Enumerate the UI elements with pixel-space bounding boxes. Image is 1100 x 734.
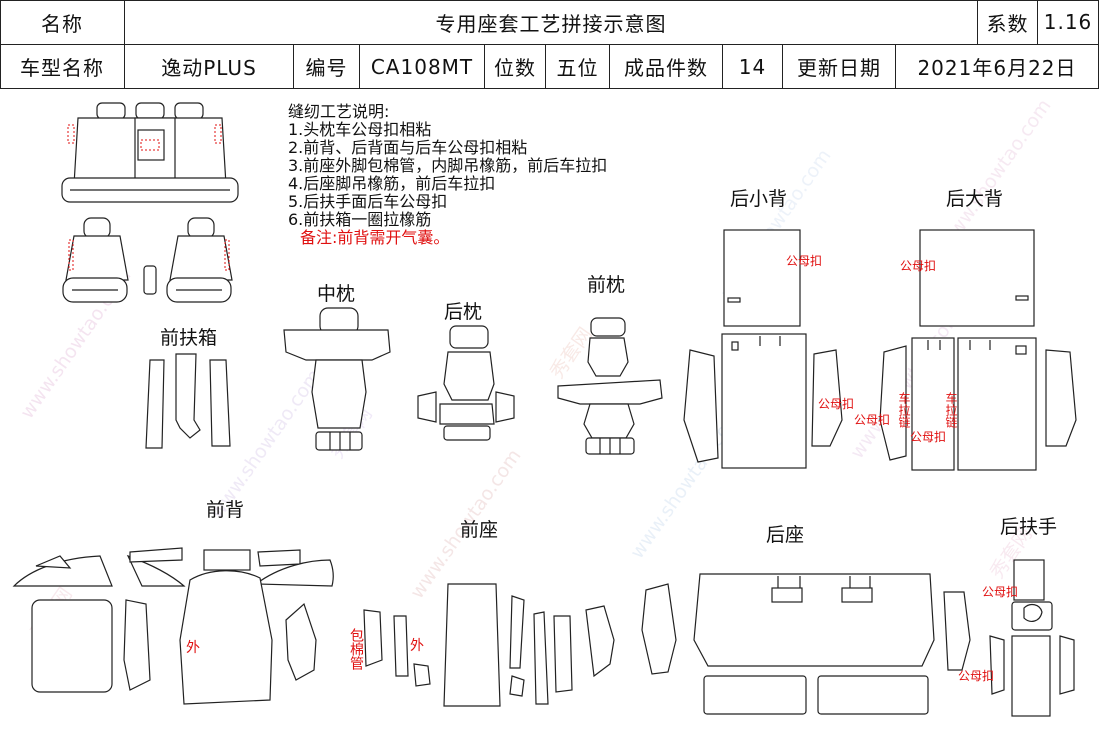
annotation-cotton-tube: 包棉管 [348,628,364,670]
update-label: 更新日期 [783,45,896,89]
coef-value: 1.16 [1038,0,1099,45]
name-label: 名称 [0,0,125,45]
rear-small-back-pieces: 公母扣 公母扣 [683,229,854,469]
front-back-pieces: 外 [12,547,334,705]
rear-seat-overview [61,102,239,203]
rear-large-back-pieces: 公母扣 公母扣 公母扣 车拉链 车拉链 [854,229,1077,471]
label-front-pillow: 前枕 [587,274,625,296]
label-rear-small-back: 后小背 [730,188,787,210]
annotation-snap: 公母扣 [900,259,936,273]
model-label: 车型名称 [0,45,125,89]
front-armrest-box-pieces [145,353,231,449]
update-value: 2021年6月22日 [896,45,1099,89]
annotation-snap: 公母扣 [982,585,1018,599]
note-item: 2.前背、后背面与后车公母扣相粘 [288,138,528,157]
note-item: 6.前扶箱一圈拉橡筋 [288,210,432,229]
pieces-label: 成品件数 [610,45,723,89]
label-middle-pillow: 中枕 [317,283,355,305]
note-item: 1.头枕车公母扣相粘 [288,120,432,139]
front-pillow-pieces [557,317,663,455]
annotation-zipper: 车拉链 [944,391,958,428]
annotation-snap: 公母扣 [818,397,854,411]
annotation-snap: 公母扣 [854,413,890,427]
middle-pillow-pieces [283,307,391,451]
header-table: 名称 专用座套工艺拼接示意图 系数 1.16 车型名称 逸动PLUS 编号 CA… [0,0,1100,89]
annotation-snap: 公母扣 [958,669,994,683]
label-rear-seat: 后座 [766,524,804,546]
label-front-back: 前背 [206,499,244,521]
pieces-value: 14 [723,45,783,89]
notes-remark: 备注:前背需开气囊。 [300,228,450,247]
label-rear-pillow: 后枕 [444,301,482,323]
annotation-zipper: 车拉链 [897,391,911,428]
sewing-notes: 缝纫工艺说明: 1.头枕车公母扣相粘 2.前背、后背面与后车公母扣相粘 3.前座… [288,103,607,247]
front-seat-pieces: 包棉管 外 [348,583,615,707]
watermark-url: www.showtao.com [936,95,1056,253]
note-item: 4.后座脚吊橡筋，前后车拉扣 [288,174,496,193]
code-label: 编号 [294,45,360,89]
annotation-snap: 公母扣 [786,254,822,268]
rear-pillow-pieces [417,325,515,441]
seats-label: 位数 [485,45,546,89]
label-front-armrest-box: 前扶箱 [160,327,217,349]
diagram-title: 专用座套工艺拼接示意图 [125,0,978,45]
label-front-seat: 前座 [460,519,498,541]
code-value: CA108MT [360,45,485,89]
pattern-drawing: www.showtao.com www.showtao.com www.show… [12,95,1077,717]
notes-title: 缝纫工艺说明: [288,102,390,121]
seats-value: 五位 [546,45,610,89]
label-rear-armrest: 后扶手 [1000,516,1057,538]
note-item: 5.后扶手面后车公母扣 [288,192,448,211]
coef-label: 系数 [978,0,1038,45]
annotation-outer: 外 [186,640,200,656]
label-rear-large-back: 后大背 [946,188,1003,210]
front-seats-overview [62,217,233,303]
note-item: 3.前座外脚包棉管，内脚吊橡筋，前后车拉扣 [288,156,608,175]
model-value: 逸动PLUS [125,45,294,89]
rear-seat-pieces [641,573,971,715]
annotation-outer: 外 [410,638,424,654]
rear-armrest-pieces: 公母扣 公母扣 [958,559,1075,717]
annotation-snap: 公母扣 [910,430,946,444]
